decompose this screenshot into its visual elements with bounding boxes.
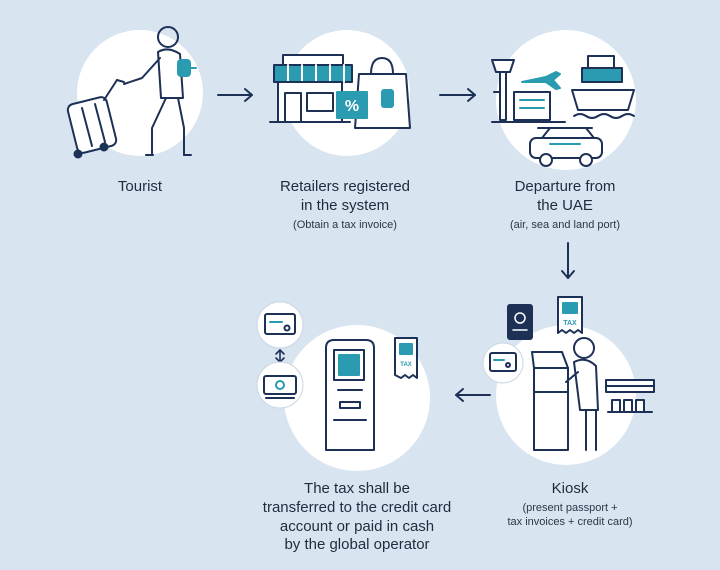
shop-icon: [269, 54, 353, 123]
flow-arrow-3: [561, 242, 575, 279]
tax-invoice-icon: TAX: [557, 296, 583, 334]
svg-text:%: %: [345, 98, 359, 115]
retailers-step-icon: %: [269, 30, 411, 156]
waiting-bench-icon: [605, 379, 655, 413]
flow-arrow-4: [455, 388, 491, 402]
refund-title-line-1: The tax shall be: [304, 480, 410, 497]
shopping-bag-icon: %: [336, 57, 411, 129]
credit-card-bubble-icon: [256, 301, 304, 349]
departure-label: Departure from the UAE (air, sea and lan…: [470, 178, 660, 232]
swap-arrows-icon: [275, 349, 285, 363]
retailers-subtitle: (Obtain a tax invoice): [293, 218, 397, 231]
refund-title-line-3: account or paid in cash: [279, 517, 435, 535]
credit-card-icon: [482, 342, 524, 384]
control-tower-icon: [491, 59, 551, 121]
tax-label: TAX: [563, 320, 577, 327]
kiosk-step-icon: TAX: [482, 296, 655, 465]
tourist-label: Tourist: [80, 178, 200, 197]
tourist-step-icon: [66, 26, 203, 159]
ship-icon: [571, 55, 635, 119]
kiosk-subtitle-line-1: (present passport +: [522, 501, 618, 514]
passport-icon: [507, 304, 533, 340]
departure-subtitle: (air, sea and land port): [509, 218, 621, 231]
cash-bubble-icon: [256, 361, 304, 409]
kiosk-label: Kiosk (present passport + tax invoices +…: [475, 480, 665, 529]
person-using-kiosk-icon: [565, 337, 599, 451]
departure-title-line-2: the UAE: [537, 196, 593, 214]
refund-title-line-2: transferred to the credit card: [262, 498, 452, 516]
tourist-person-icon: [123, 26, 197, 156]
departure-title-line-1: Departure from: [514, 178, 616, 195]
kiosk-subtitle-line-2: tax invoices + credit card): [507, 515, 633, 528]
tax-receipt-icon: TAX: [394, 337, 418, 379]
retailers-title-line-2: in the system: [300, 196, 390, 214]
retailers-label: Retailers registered in the system (Obta…: [250, 178, 440, 232]
flow-arrow-1: [217, 88, 253, 102]
car-icon: [529, 127, 603, 167]
tax-label: TAX: [400, 362, 412, 368]
flow-arrow-2: [439, 88, 476, 102]
suitcase-icon: [66, 79, 125, 159]
tourist-title: Tourist: [117, 178, 163, 195]
refund-step-icon: TAX: [256, 301, 430, 471]
airplane-icon: [521, 71, 561, 90]
refund-label: The tax shall be transferred to the cred…: [222, 480, 492, 555]
kiosk-title: Kiosk: [551, 480, 589, 497]
kiosk-machine-icon: [531, 351, 569, 451]
departure-step-icon: [491, 30, 636, 170]
refund-title-line-4: by the global operator: [284, 536, 430, 554]
atm-machine-icon: [325, 339, 375, 451]
retailers-title-line-1: Retailers registered: [279, 178, 411, 195]
